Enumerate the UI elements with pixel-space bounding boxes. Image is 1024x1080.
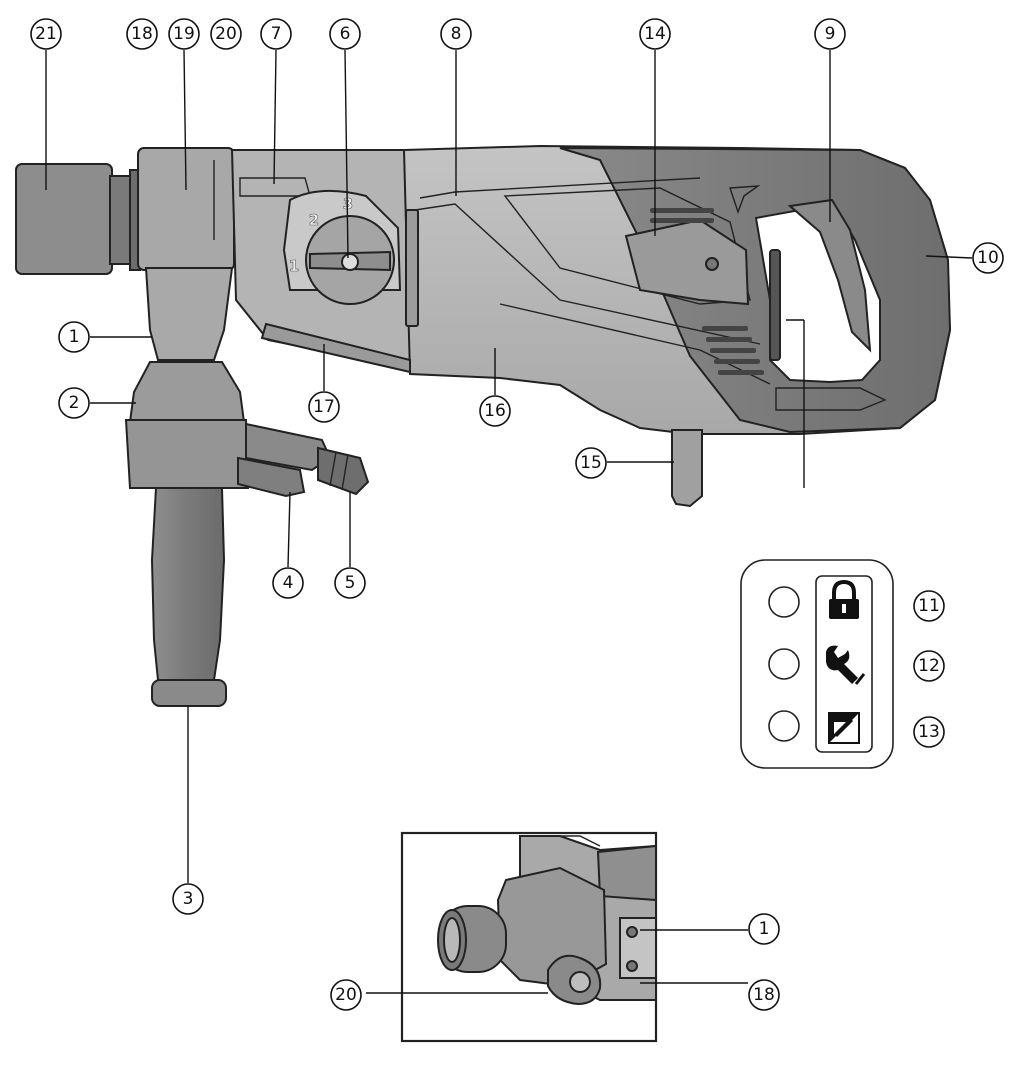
indicator-led-brush <box>768 710 800 742</box>
svg-text:2: 2 <box>69 393 80 413</box>
side-handle-clamp <box>128 361 246 423</box>
callout-19: 19 <box>168 18 200 50</box>
dust-rail <box>260 322 411 374</box>
svg-text:6: 6 <box>340 24 351 44</box>
brush-wear-icon <box>828 712 860 744</box>
drill-foot <box>671 429 703 508</box>
indicator-led-service <box>768 648 800 680</box>
svg-text:10: 10 <box>977 248 999 268</box>
inset-callout-20: 20 <box>330 979 362 1011</box>
callout-5: 5 <box>334 567 366 599</box>
inset-illustration <box>437 835 657 1006</box>
svg-text:14: 14 <box>644 24 666 44</box>
svg-text:18: 18 <box>753 985 775 1005</box>
detail-inset: 1 18 20 <box>330 831 780 1043</box>
inset-callout-18: 18 <box>748 979 780 1011</box>
drill-illustration: 1 2 3 <box>15 144 952 707</box>
svg-text:12: 12 <box>918 656 940 676</box>
svg-text:8: 8 <box>451 24 462 44</box>
vent-slots-top <box>650 208 714 223</box>
callout-17: 17 <box>308 391 340 423</box>
svg-text:1: 1 <box>69 327 80 347</box>
callout-12: 12 <box>913 650 945 682</box>
core-bit-adapter <box>15 163 113 275</box>
svg-text:13: 13 <box>918 722 940 742</box>
callout-15: 15 <box>575 447 607 479</box>
on-off-switch <box>787 198 872 353</box>
gear-position-3: 3 <box>343 195 353 213</box>
callout-20: 20 <box>210 18 242 50</box>
svg-text:11: 11 <box>918 596 940 616</box>
callout-11: 11 <box>913 590 945 622</box>
svg-text:18: 18 <box>131 24 153 44</box>
svg-text:17: 17 <box>313 397 335 417</box>
svg-text:15: 15 <box>580 453 602 473</box>
water-valve <box>237 456 306 498</box>
callout-14: 14 <box>639 18 671 50</box>
inset-callout-1: 1 <box>748 913 780 945</box>
gear-selector: 1 2 3 <box>282 189 402 305</box>
vent-slots-bottom <box>702 326 764 375</box>
gear-position-2: 2 <box>309 211 319 229</box>
callout-1: 1 <box>58 321 90 353</box>
indicator-led-lock <box>768 586 800 618</box>
svg-text:21: 21 <box>35 24 57 44</box>
gearbox-neck <box>144 267 234 361</box>
svg-text:20: 20 <box>335 985 357 1005</box>
wrench-icon <box>826 645 866 685</box>
callout-3: 3 <box>172 883 204 915</box>
svg-text:9: 9 <box>825 24 836 44</box>
callout-2: 2 <box>58 387 90 419</box>
callout-6: 6 <box>329 18 361 50</box>
callout-8: 8 <box>440 18 472 50</box>
callout-labels: 21 18 19 20 7 6 8 14 9 10 1 2 17 16 15 4… <box>30 18 1004 915</box>
callout-18: 18 <box>126 18 158 50</box>
svg-text:5: 5 <box>345 573 356 593</box>
svg-text:3: 3 <box>183 889 194 909</box>
callout-4: 4 <box>272 567 304 599</box>
lock-icon <box>829 579 859 619</box>
svg-text:4: 4 <box>283 573 294 593</box>
side-handle-grip <box>150 487 226 681</box>
adapter-collar <box>109 175 133 265</box>
callout-7: 7 <box>260 18 292 50</box>
svg-text:16: 16 <box>484 401 506 421</box>
indicator-panel: 11 12 13 <box>740 559 945 769</box>
callout-21: 21 <box>30 18 62 50</box>
water-block <box>124 419 250 489</box>
gear-position-1: 1 <box>289 257 299 275</box>
svg-text:20: 20 <box>215 24 237 44</box>
side-handle-end <box>151 679 227 707</box>
cover-screw <box>705 257 719 271</box>
svg-text:7: 7 <box>271 24 282 44</box>
svg-text:1: 1 <box>759 919 770 939</box>
svg-text:19: 19 <box>173 24 195 44</box>
callout-10: 10 <box>972 242 1004 274</box>
callout-9: 9 <box>814 18 846 50</box>
callout-16: 16 <box>479 395 511 427</box>
callout-13: 13 <box>913 716 945 748</box>
